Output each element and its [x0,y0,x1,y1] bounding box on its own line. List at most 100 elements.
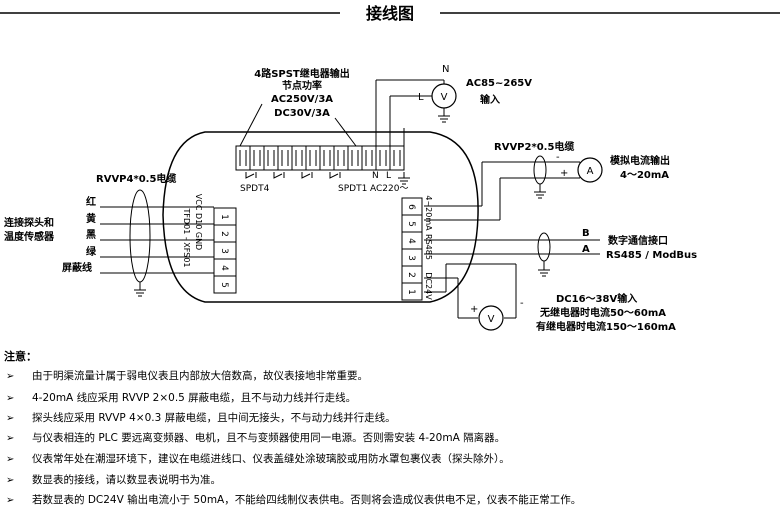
comm-label: 数字通信接口 [608,234,668,247]
dc-input-label: DC16～38V输入 [556,292,637,305]
sensor-wire-label: 屏蔽线 [61,261,92,274]
current-plus-sign: + [560,168,568,179]
right-terminal-number: 2 [406,272,416,278]
label-4-20ma: 4~20mA [424,195,433,231]
relay-contact-icon [301,172,313,179]
sensor-wire-label: 黄 [86,212,96,225]
top-terminal-cell[interactable] [361,145,377,171]
sensor-cable-label: RVVP4*0.5电缆 [96,172,176,185]
top-terminal-cell[interactable] [389,145,405,171]
left-terminal-cell[interactable] [213,275,237,294]
comm-b-label: B [582,228,590,239]
current-output-label: 模拟电流输出 [610,154,670,167]
top-terminal-cell[interactable] [305,145,321,171]
relay-contact-icon [245,172,257,179]
arrow-icon: ➢ [6,413,15,424]
right-terminal-number: 4 [406,238,416,244]
arrow-icon: ➢ [6,454,15,465]
note-item-7: ➢ 若数显表的 DC24V 输出电流小于 50mA，不能给四线制仪表供电。否则将会… [6,492,581,507]
right-terminal-number: 1 [406,289,416,295]
note-item-2: ➢4-20mA 线应采用 RVVP 2×0.5 屏蔽电缆，且不与动力线并行走线。 [6,390,356,405]
comm-protocol: RS485 / ModBus [606,250,697,261]
top-terminal-strip [235,145,405,171]
dc-no-relay: 无继电器时电流50～60mA [539,306,666,319]
dc-with-relay: 有继电器时电流150～160mA [536,320,676,333]
top-terminal-cell[interactable] [347,145,363,171]
relay-subtitle: 节点功率 [282,79,322,92]
top-terminal-cell[interactable] [291,145,307,171]
top-terminal-cell[interactable] [263,145,279,171]
arrow-icon: ➢ [6,371,15,382]
right-terminal-number: 5 [406,221,416,227]
top-terminal-cell[interactable] [235,145,251,171]
note-text-6: 数显表的接线，请以数显表说明书为准。 [32,474,221,486]
current-output-range: 4～20mA [620,170,669,181]
relay-rating-ac: AC250V/3A [271,94,333,105]
label-dc24v: DC24V [424,272,433,300]
note-item-4: ➢ 与仪表相连的 PLC 要远离变频器、电机，且不与变频器使用同一电源。否则需安装… [6,430,505,445]
sensor-wire-label: 红 [86,195,96,208]
right-terminal-cell[interactable] [401,282,423,301]
label-rs485: RS485 [424,234,433,260]
left-terminal-number: 5 [219,282,229,288]
top-terminal-cell[interactable] [277,145,293,171]
sensor-cable-sheath [129,189,151,283]
sensor-ground-icon [134,289,146,297]
relay-leader-left [239,103,263,147]
note-item-6: ➢ 数显表的接线，请以数显表说明书为准。 [6,472,221,487]
arrow-icon: ➢ [6,475,15,486]
diagram-title: 接线图 [366,4,414,23]
label-spdt1: SPDT1 [338,184,367,194]
right-terminal-number: 6 [406,204,416,210]
top-terminal-cell[interactable] [333,145,349,171]
label-terminal-l: L [386,171,391,181]
comm-a-label: A [582,244,590,255]
note-text-3: 探头线应采用 RVVP 4×0.3 屏蔽电缆，且中间无接头，不与动力线并行走线。 [32,412,396,424]
relay-leader-right [334,117,357,147]
note-item-1: ➢由于明渠流量计属于弱电仪表且内部放大倍数高，故仪表接地非常重要。 [6,368,368,383]
left-terminal-col1: VCC D10 GND [194,194,203,250]
relay-contact-icon [273,172,285,179]
dc-voltmeter-label: V [488,314,495,325]
note-text-4: 与仪表相连的 PLC 要远离变频器、电机，且不与变频器使用同一电源。否则需安装 … [32,432,506,444]
left-terminal-number: 1 [219,214,229,220]
top-terminal-cell[interactable] [319,145,335,171]
comm-cable-sheath [537,232,551,262]
notes-title: 注意： [4,350,37,363]
current-ground-icon [534,191,546,199]
current-cable-label: RVVP2*0.5电缆 [494,140,574,153]
note-item-3: ➢ 探头线应采用 RVVP 4×0.3 屏蔽电缆，且中间无接头，不与动力线并行走线… [6,410,396,425]
dc-voltmeter [478,305,504,331]
power-l-label: L [418,92,424,103]
label-ac220: AC220～ [370,184,408,194]
left-terminal-col2: TFD01 - XFS01 [182,208,191,268]
relay-contact-symbols [245,172,341,179]
wiring-diagram: 接线图 4路SPST继电器输出 节点功率 AC250V/3A DC30V/3A … [0,4,780,333]
relay-rating-dc: DC30V/3A [274,108,330,119]
label-terminal-n: N [372,171,379,181]
relay-title: 4路SPST继电器输出 [254,67,350,80]
left-terminal-number: 4 [219,265,229,271]
power-ground-icon [438,115,450,123]
top-terminal-cell[interactable] [249,145,265,171]
label-spdt4: SPDT4 [240,184,270,194]
power-n-label: N [442,64,449,75]
note-text-5: 仪表常年处在潮湿环境下，建议在电缆进线口、仪表盖缝处涂玻璃胶或用防水罩包裹仪表（… [32,453,510,465]
left-terminal-number: 3 [219,248,229,254]
power-input-label: 输入 [480,93,500,106]
ammeter-label: A [587,166,594,177]
dc-plus-sign: + [470,304,478,315]
note-text-7: 若数显表的 DC24V 输出电流小于 50mA，不能给四线制仪表供电。否则将会造… [32,494,582,506]
note-text-2: 4-20mA 线应采用 RVVP 2×0.5 屏蔽电缆，且不与动力线并行走线。 [32,392,357,404]
current-cable-sheath [533,155,547,185]
instrument-housing [162,131,479,303]
arrow-icon: ➢ [6,495,15,506]
top-terminal-cell[interactable] [375,145,391,171]
power-range-label: AC85~265V [466,78,532,89]
sensor-label-line1: 连接探头和 [4,216,54,229]
ammeter [577,157,603,183]
arrow-icon: ➢ [6,433,15,444]
